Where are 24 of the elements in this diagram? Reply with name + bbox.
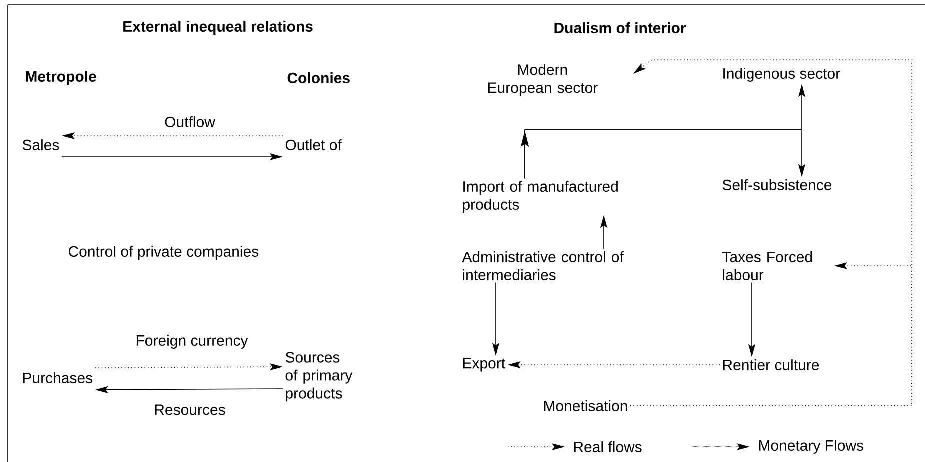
flow-label: Sales [22, 140, 60, 150]
section-heading: External inequeal relations [124, 21, 313, 35]
arrow [521, 130, 806, 180]
flow-label: Sources of primary products [286, 352, 353, 402]
flow-label: Export [463, 358, 506, 372]
flow-label: Control of private companies [68, 246, 259, 260]
flow-label: Modern European sector [488, 64, 598, 96]
edge-label: Resources [153, 404, 227, 416]
flow-label: Self-subsistence [722, 179, 832, 190]
column-heading: Colonies [288, 72, 350, 84]
flow-label: Monetisation [544, 400, 628, 412]
section-heading: Dualism of interior [554, 22, 686, 34]
legend-label: Real flows [574, 441, 642, 452]
flow-label: Administrative control of intermediaries [462, 251, 624, 280]
legend-label: Monetary Flows [759, 440, 864, 454]
column-heading: Metropole [26, 71, 96, 85]
edge-label: Outflow [164, 115, 216, 128]
flow-label: Rentier culture [723, 359, 820, 370]
edge-label: Foreign currency [134, 334, 250, 350]
flow-label: Purchases [23, 372, 93, 384]
flow-label: Taxes Forced labour [722, 251, 812, 280]
flow-label: Import of manufactured products [463, 181, 618, 213]
flow-label: Outlet of [286, 140, 342, 150]
flow-label: Indigenous sector [724, 68, 840, 82]
